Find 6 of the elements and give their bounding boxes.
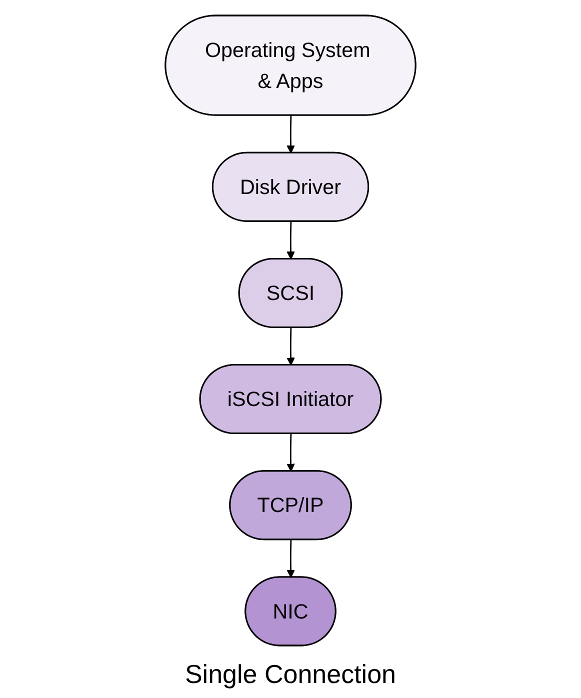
arrow [286, 434, 295, 472]
arrow [286, 222, 295, 260]
arrow [286, 540, 295, 578]
arrow [286, 328, 295, 366]
arrow [286, 115, 295, 154]
diagram-caption: Single Connection [184, 659, 396, 690]
